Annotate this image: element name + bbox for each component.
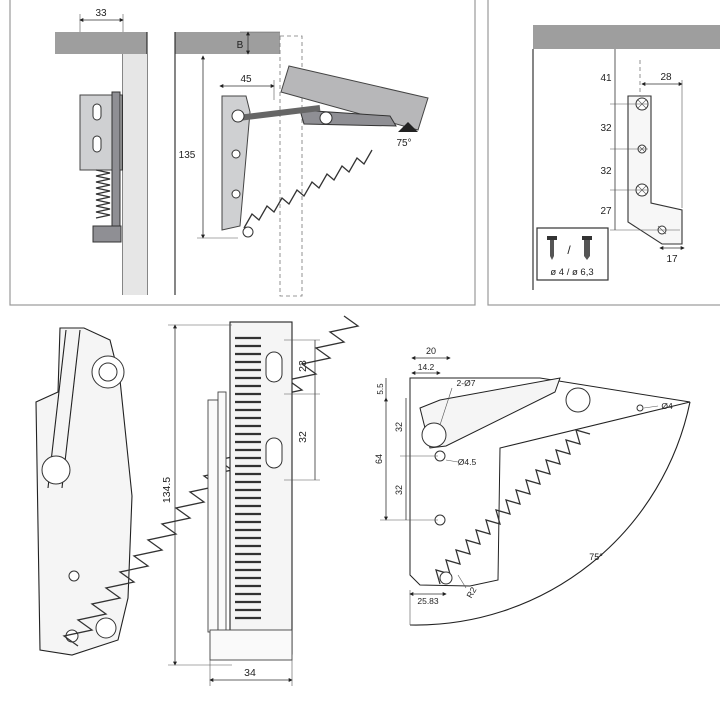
panel-c-hinge-elevations: 134.5 23 32 34: [35, 315, 360, 686]
panel-d-hinge-technical-drawing: 20 14.2 2-Ø7 5.5 64 32 32 Ø4.5: [374, 346, 691, 626]
hinge-side-elevation: [35, 315, 360, 656]
dim-45: 45: [219, 74, 275, 100]
dim-45-label: 45: [240, 74, 252, 85]
hinge-front-elevation: [207, 321, 293, 661]
dim-2-o7: 2-Ø7: [439, 378, 476, 426]
dim-17-label: 17: [666, 254, 678, 265]
dim-64-label: 64: [374, 454, 384, 464]
dim-5-5-label: 5.5: [376, 383, 385, 395]
dim-32b-label: 32: [394, 485, 404, 495]
dim-o4: Ø4: [643, 401, 673, 411]
dim-134-5-label: 134.5: [161, 477, 173, 503]
svg-text:/: /: [567, 243, 571, 257]
dim-41-label: 41: [600, 73, 612, 84]
panel-a-installation-view: 33 B 45 135: [9, 0, 476, 306]
dim-chain-vertical: 41 32 32 27: [600, 49, 680, 231]
dim-32b-label: 32: [600, 166, 612, 177]
dim-14-2: 14.2: [411, 362, 441, 375]
dim-20: 20: [411, 346, 451, 360]
screw-legend-box: / ø 4 / ø 6,3: [536, 227, 609, 281]
dim-14-2-label: 14.2: [418, 362, 435, 372]
dim-25-83-label: 25.83: [417, 596, 439, 606]
dim-28: 28: [641, 72, 683, 208]
dim-33: 33: [79, 8, 124, 32]
dim-2-o7-label: 2-Ø7: [457, 378, 476, 388]
screw-icon: [582, 236, 592, 260]
mounting-plate-outline: [627, 60, 683, 245]
dim-o4-5-label: Ø4.5: [458, 457, 477, 467]
swing-arc-75: [409, 401, 691, 626]
dim-b-label: B: [237, 40, 244, 51]
dim-134-5: 134.5: [161, 324, 232, 666]
pivot-hole: [421, 422, 447, 448]
screw-icon: [547, 236, 557, 260]
dim-o4-label: Ø4: [661, 401, 673, 411]
hinge-side-view-mounted: [221, 95, 397, 238]
dim-32a-label: 32: [394, 422, 404, 432]
dim-17: 17: [659, 246, 685, 265]
dim-27-label: 27: [600, 206, 612, 217]
dim-34: 34: [209, 660, 293, 686]
dim-33-label: 33: [95, 8, 107, 19]
dim-5-5: 5.5: [376, 378, 387, 398]
dim-r2-label: R2: [464, 585, 478, 600]
angle-75: 75°: [589, 552, 603, 562]
angle-75-marker: 75°: [396, 122, 418, 149]
lid-opened: [280, 65, 429, 131]
cabinet-side-left: [55, 32, 148, 295]
angle-75-label-d: 75°: [589, 552, 603, 562]
dim-32-label: 32: [297, 431, 309, 443]
panel-b-screw-pattern-view: 41 32 32 27 28 17 / ø 4 / ø 6,3: [487, 0, 720, 306]
pivot-hole: [565, 387, 591, 413]
dim-o4-5: Ø4.5: [445, 457, 477, 467]
dim-23-label: 23: [297, 360, 309, 372]
screw-size-label: ø 4 / ø 6,3: [550, 267, 593, 278]
cabinet-side-right: [174, 32, 303, 297]
dim-23-32-chain: 23 32: [284, 339, 320, 481]
dim-32a-label: 32: [600, 123, 612, 134]
angle-75-label: 75°: [396, 138, 411, 149]
dim-r2: R2: [457, 574, 479, 600]
dim-64: 64: [374, 397, 438, 521]
hinge-front-view-mounted: [79, 91, 123, 243]
dim-32-chain: 32 32: [394, 398, 438, 520]
dim-135-label: 135: [179, 150, 196, 161]
dim-25-83: 25.83: [409, 592, 447, 606]
dim-34-label: 34: [244, 667, 256, 679]
dim-28-label: 28: [660, 72, 672, 83]
dim-b: B: [237, 31, 280, 55]
dim-20-label: 20: [426, 346, 436, 356]
dim-135: 135: [179, 55, 238, 239]
